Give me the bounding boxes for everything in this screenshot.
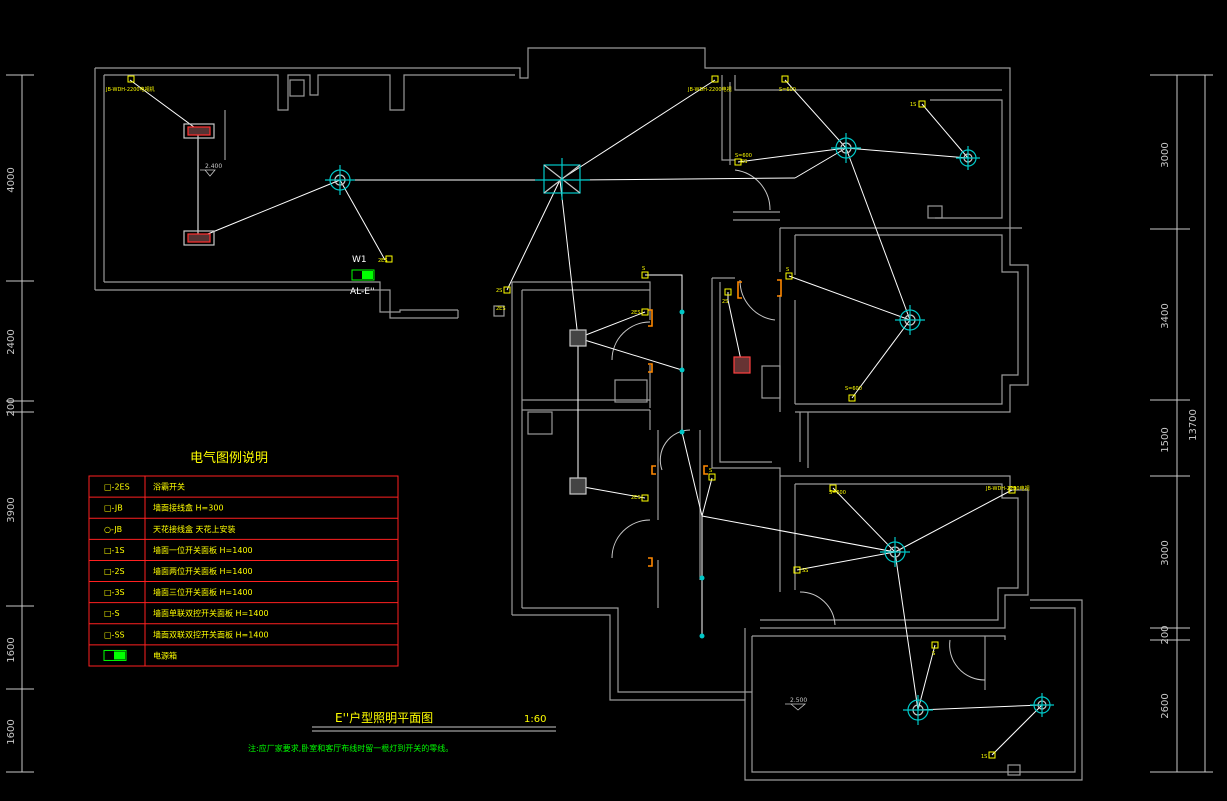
label-s-8: S [932, 651, 935, 657]
dim-right-4: 3000 [1160, 540, 1171, 565]
distribution-panel: W1 AL-E'' [350, 255, 375, 297]
circuit-label: W1 [352, 255, 367, 265]
left-dimension-texts: 4000 2400 200 3900 1600 1600 [6, 167, 17, 744]
bath-fixture-3 [733, 356, 751, 374]
label-s-1: S=600 [779, 87, 796, 93]
label-2es-4: 2ES [496, 306, 506, 312]
label-jb-3: JB-WDH-2200电视 [985, 485, 1030, 492]
dim-left-5: 1600 [6, 637, 17, 662]
legend-symbol: □-SS [104, 630, 125, 639]
lamp-bedroom-3 [880, 537, 910, 567]
lamp-bedroom-2 [895, 305, 925, 335]
label-s-4: S=600 [735, 153, 752, 159]
legend-symbol: □-S [104, 609, 120, 618]
legend-description: 墙面两位开关面板 H=1400 [153, 566, 253, 576]
legend-description: 天花接线盒 天花上安装 [153, 524, 236, 534]
label-2s-2: 2S [722, 299, 728, 305]
label-s-7: S [709, 468, 712, 474]
legend-symbol: □-2ES [104, 483, 130, 492]
dim-right-3: 1500 [1160, 427, 1171, 452]
legend-title: 电气图例说明 [190, 450, 268, 466]
label-jb-2: JB-WDH-2200电视 [687, 86, 732, 93]
label-jb-1: JB-WDH-2200电视机 [105, 86, 155, 93]
legend-description: 电源箱 [153, 650, 177, 660]
dim-right-total: 13700 [1188, 409, 1199, 441]
lamp-living [325, 165, 355, 195]
panel-legend-icon [103, 649, 127, 661]
label-2es-2: 2ES [631, 310, 641, 316]
lamp-bedroom-1-b [956, 146, 980, 170]
label-2es-1: 2ES [378, 258, 388, 264]
dim-right-1: 3000 [1160, 142, 1171, 167]
dim-right-5: 200 [1160, 625, 1171, 644]
bath-fixture-2 [569, 477, 587, 495]
lamp-master [903, 695, 933, 725]
dim-left-2: 2400 [6, 329, 17, 354]
legend-description: 墙面双联双控开关面板 H=1400 [153, 629, 269, 639]
ceiling-lamps [325, 133, 1054, 725]
switch-boxes [127, 75, 1016, 759]
heater-1 [183, 123, 215, 139]
level-1: 2.400 [205, 163, 222, 170]
label-1s-1: 1S [910, 102, 916, 108]
label-ss-2: SS [741, 159, 747, 165]
dining-fixture [535, 158, 590, 200]
legend-symbol: □-JB [104, 504, 123, 513]
legend-description: 浴霸开关 [153, 482, 185, 492]
plan-title: E''户型照明平面图 [335, 710, 433, 725]
heater-2 [183, 230, 215, 246]
legend-symbol: □-3S [104, 588, 125, 597]
lamp-bedroom-1 [831, 133, 861, 163]
level-marks: 2.400 2.500 [200, 163, 807, 711]
drawing-title-block: E''户型照明平面图 1:60 注:应厂家要求,卧室和客厅布线时留一根灯到开关的… [248, 710, 556, 753]
right-dimension-texts: 3000 3400 1500 3000 200 2600 13700 [1160, 142, 1199, 718]
door-jambs [648, 279, 782, 567]
panel-legend-fill [114, 651, 125, 660]
fixture-labels: JB-WDH-2200电视机 JB-WDH-2200电视 JB-WDH-2200… [105, 86, 1030, 760]
label-2es-3: 2ES [631, 495, 641, 501]
plan-scale: 1:60 [524, 714, 546, 725]
level-2: 2.500 [790, 697, 807, 704]
label-s-3: S=600 [829, 490, 846, 496]
panel-label: AL-E'' [350, 287, 375, 297]
left-dimension-chain [6, 74, 34, 773]
junction-dots [679, 309, 705, 639]
plan-note: 注:应厂家要求,卧室和客厅布线时留一根灯到开关的零线。 [248, 743, 453, 753]
lamp-balcony [1030, 693, 1054, 717]
dim-right-6: 2600 [1160, 693, 1171, 718]
legend-description: 墙面单联双控开关面板 H=1400 [153, 608, 269, 618]
dim-left-1: 4000 [6, 167, 17, 192]
dim-left-4: 3900 [6, 497, 17, 522]
legend-description: 墙面三位开关面板 H=1400 [153, 587, 253, 597]
legend-table: □-2ES 浴霸开关 □-JB 墙面接线盒 H=300 ○-JB 天花接线盒 天花上安装 □… [88, 475, 399, 667]
label-s-2: S=600 [845, 386, 862, 392]
bath-fixture-1 [569, 329, 587, 347]
legend-description: 墙面一位开关面板 H=1400 [153, 545, 253, 555]
wiring [129, 79, 1043, 756]
square-fixtures [183, 123, 751, 495]
label-s-6: S [786, 267, 789, 273]
label-1s-2: 1S [981, 754, 987, 760]
label-s-5: S [642, 266, 645, 272]
legend-symbol: □-2S [104, 567, 125, 576]
legend-symbol: □-1S [104, 546, 125, 555]
dim-right-2: 3400 [1160, 303, 1171, 328]
right-dimension-chain [1150, 74, 1213, 773]
label-2s-1: 2S [496, 288, 502, 294]
label-ss-1: SS [802, 568, 808, 574]
dim-left-6: 1600 [6, 719, 17, 744]
legend-symbol: ○-JB [104, 525, 122, 534]
doors [611, 169, 986, 681]
walls [94, 47, 1083, 781]
legend-description: 墙面接线盒 H=300 [153, 503, 224, 513]
dim-left-3: 200 [6, 397, 17, 416]
